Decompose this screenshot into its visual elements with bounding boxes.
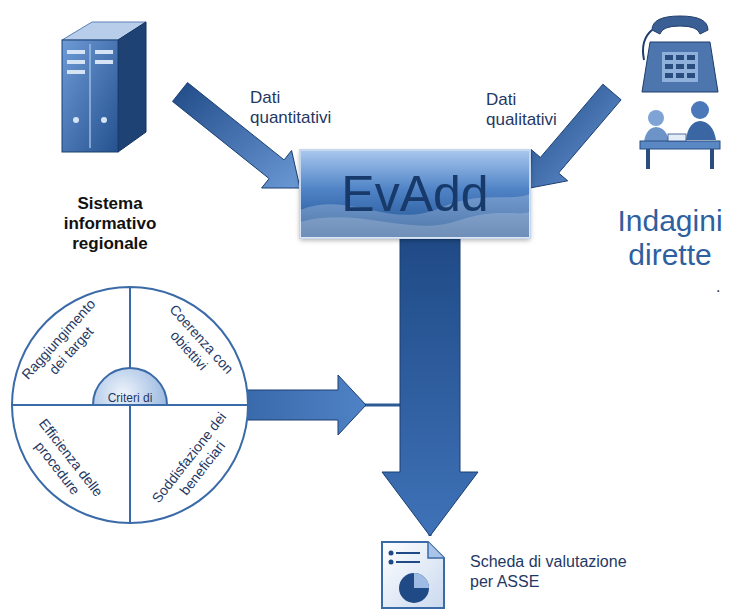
output-document: Scheda di valutazione per ASSE (378, 538, 650, 610)
node-text: EvAdd (341, 166, 488, 222)
telephone-icon (642, 16, 718, 92)
flow-arrow (530, 84, 621, 188)
data-source: Sistema informativo regionale (40, 12, 180, 254)
node-text: Scheda di valutazione per ASSE (470, 552, 645, 592)
edge-label: Dati qualitativi (486, 90, 570, 130)
server-icon (62, 22, 146, 152)
flow-arrow (382, 239, 478, 536)
document-icon (382, 542, 444, 608)
survey-source: Indagini dirette (600, 10, 740, 272)
criterion-sector: Efficienza delle procedure (12, 405, 130, 523)
flow-arrow (173, 83, 301, 188)
node-text: Sistema informativo regionale (40, 194, 180, 254)
edge-label: Dati quantitativi (250, 88, 350, 128)
note-text: . (716, 278, 720, 296)
process-box: EvAdd (300, 150, 530, 238)
criterion-sector: Soddisfazione dei beneficiari (130, 405, 248, 523)
interview-icon (640, 101, 720, 169)
node-text: Indagini dirette (600, 204, 740, 272)
